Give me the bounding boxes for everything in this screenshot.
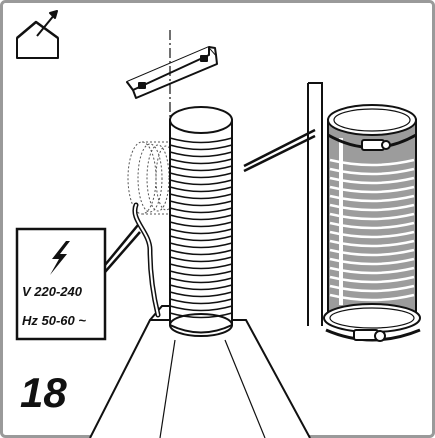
hose-rib — [329, 266, 415, 275]
electrical-info-box — [15, 224, 141, 341]
duct-rib — [169, 249, 233, 256]
mounting-bracket — [126, 46, 218, 99]
duct-rib — [169, 242, 233, 249]
duct-rib — [169, 186, 233, 193]
hose-rib — [329, 239, 415, 248]
hose-rib — [329, 167, 415, 176]
duct-rib — [169, 221, 233, 228]
hose-rib — [329, 194, 415, 203]
bottom-hose-clamp — [325, 328, 421, 342]
duct-rib — [169, 228, 233, 235]
duct-rib — [169, 200, 233, 207]
hose-rib — [329, 284, 415, 293]
flexible-duct — [169, 106, 233, 337]
duct-rib — [169, 312, 233, 319]
duct-rib — [169, 172, 233, 179]
voltage-label: V 220-240 — [22, 284, 82, 299]
top-hose-clamp — [327, 133, 417, 151]
hose-rib — [329, 221, 415, 230]
duct-rib — [169, 165, 233, 172]
duct-rib — [169, 235, 233, 242]
hose-rib — [329, 248, 415, 257]
duct-rib — [169, 270, 233, 277]
duct-rib — [169, 144, 233, 151]
hose-rib — [329, 203, 415, 212]
lightning-bolt-icon — [50, 241, 70, 275]
hose-rib — [329, 230, 415, 239]
duct-rib — [169, 284, 233, 291]
frequency-label: Hz 50-60 ~ — [22, 313, 86, 328]
hose-rib — [329, 275, 415, 284]
duct-rib — [169, 256, 233, 263]
house-exhaust-outside-icon — [16, 10, 59, 59]
duct-rib — [169, 137, 233, 144]
hose-rib — [329, 158, 415, 167]
detail-pointer — [243, 128, 316, 173]
duct-rib — [169, 291, 233, 298]
hose-rib — [329, 257, 415, 266]
hose-detail — [323, 104, 421, 333]
power-cable-core — [133, 204, 159, 316]
hose-rib — [329, 212, 415, 221]
duct-rib — [169, 193, 233, 200]
hose-rib — [329, 185, 415, 194]
duct-rib — [169, 151, 233, 158]
step-number: 18 — [20, 369, 67, 416]
duct-rib — [169, 263, 233, 270]
duct-rib — [169, 277, 233, 284]
duct-rib — [169, 179, 233, 186]
duct-rib — [169, 214, 233, 221]
duct-rib — [169, 298, 233, 305]
hose-rib — [329, 293, 415, 302]
duct-rib — [169, 305, 233, 312]
duct-rib — [169, 207, 233, 214]
hose-rib — [329, 176, 415, 185]
duct-rib — [169, 158, 233, 165]
detail-bracket — [307, 82, 323, 326]
